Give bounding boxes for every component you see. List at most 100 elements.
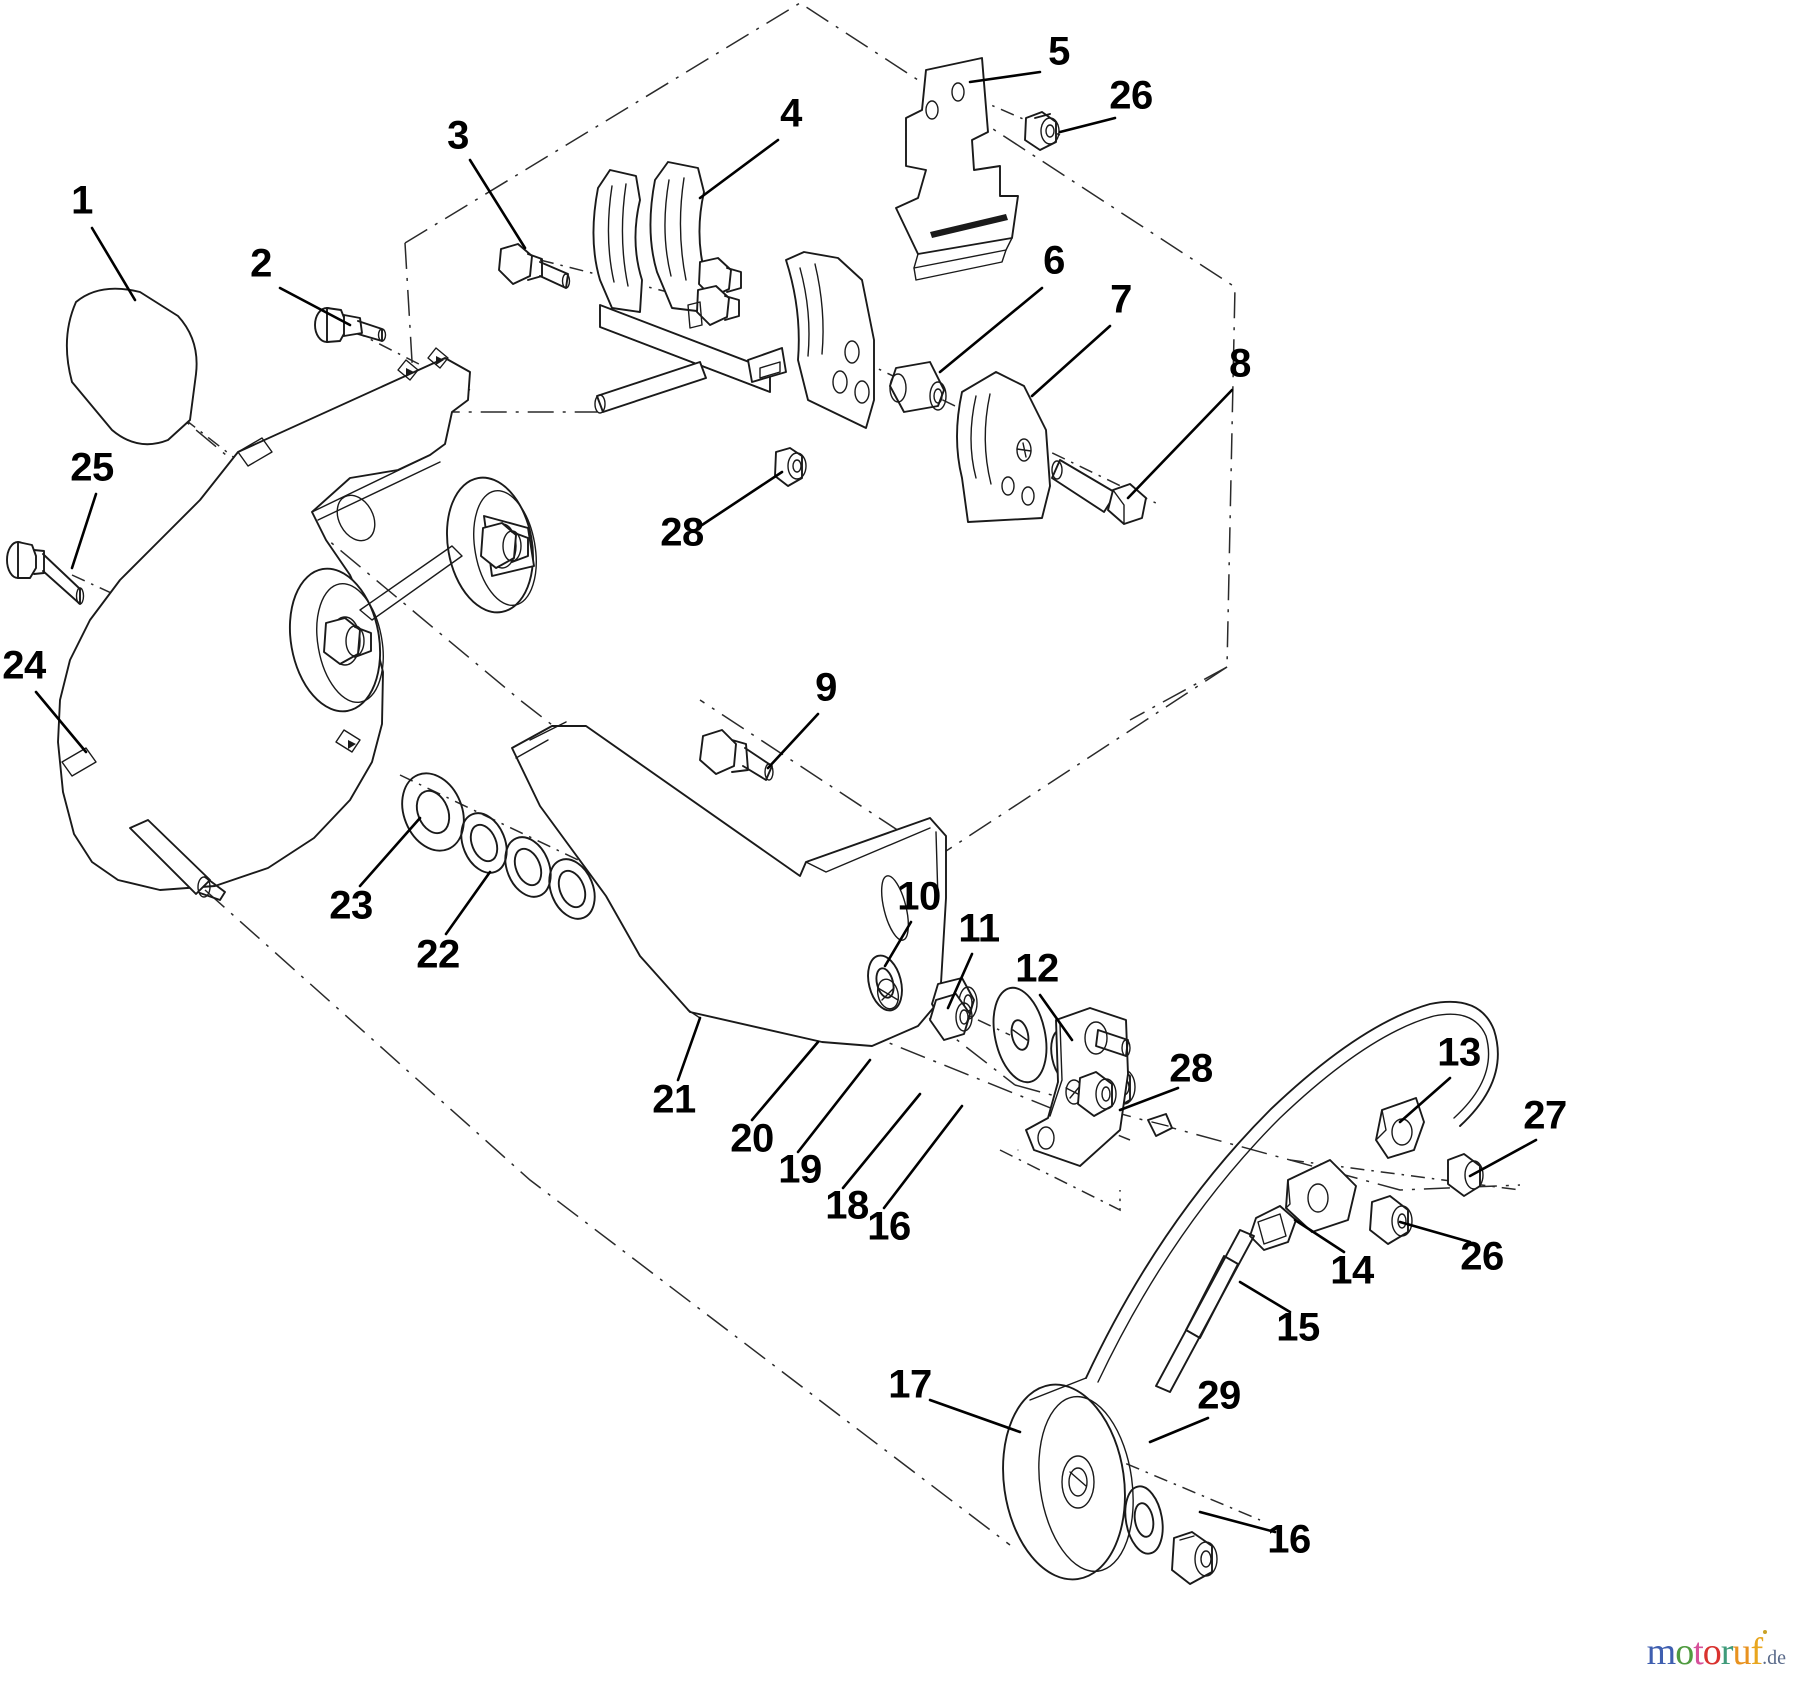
- callout-number: 23: [329, 884, 373, 928]
- part-24-pedal-plate: [57, 347, 471, 901]
- leader-line: [1468, 1138, 1538, 1178]
- watermark-suffix: .de: [1762, 1647, 1786, 1669]
- callout-number: 22: [416, 933, 460, 977]
- part-27-hex-nut: [1447, 1153, 1484, 1197]
- part-14-cable-clamp: [1249, 1205, 1297, 1251]
- part-12-idler-bracket: [1025, 1007, 1173, 1167]
- callout-5-height-stop-bracket: 5: [968, 30, 1071, 84]
- callout-number: 2: [250, 242, 272, 286]
- callout-13-cable-anchor-tab: 13: [1398, 1031, 1481, 1124]
- leader-line: [750, 1040, 820, 1122]
- leader-line: [676, 1016, 702, 1082]
- callout-number: 27: [1523, 1094, 1567, 1138]
- leader-line: [796, 1058, 872, 1154]
- watermark-letter-3: o: [1702, 1631, 1722, 1673]
- part-26-hex-lock-nut: [1024, 111, 1060, 151]
- callout-number: 25: [70, 446, 114, 490]
- callout-number: 8: [1229, 342, 1251, 386]
- callout-number: 12: [1015, 947, 1059, 991]
- callout-number: 16: [867, 1205, 911, 1249]
- callout-29-washer-small: 29: [1148, 1374, 1241, 1444]
- leader-line: [1058, 116, 1117, 134]
- leader-line: [946, 952, 974, 1010]
- watermark-letter-4: r: [1720, 1631, 1734, 1673]
- part-29-washer-small: [1124, 1485, 1164, 1555]
- callout-9-hex-flange-screw: 9: [766, 666, 837, 770]
- callout-17-idler-pulley: 17: [888, 1363, 1022, 1434]
- leader-line: [1038, 993, 1074, 1042]
- callout-6-spacer-bushing: 6: [938, 239, 1065, 374]
- part-5-height-stop-bracket: [895, 57, 1019, 281]
- leader-line: [700, 470, 784, 527]
- leader-line: [1238, 1280, 1292, 1314]
- leader-line: [698, 138, 780, 200]
- callout-27-hex-nut: 27: [1468, 1094, 1567, 1178]
- part-25-shoulder-bolt: [6, 541, 85, 605]
- callout-number: 13: [1437, 1031, 1481, 1075]
- part-10-washer-visible: [867, 954, 903, 1012]
- callout-8-hex-head-bolt: 8: [1126, 342, 1252, 500]
- brake-cable: [1085, 1000, 1499, 1383]
- callout-4-lift-arm-weldment: 4: [698, 92, 804, 200]
- leader-line: [1293, 1218, 1346, 1254]
- callout-16-hex-flange-nut: 16: [867, 1104, 964, 1249]
- callout-number: 29: [1197, 1374, 1241, 1418]
- part-11-roller-spacer: [929, 993, 973, 1041]
- leader-line: [278, 286, 352, 327]
- part-7-pivot-plate: [956, 371, 1051, 523]
- leader-line: [34, 690, 88, 754]
- callout-2-carriage-bolt: 2: [250, 242, 352, 327]
- callout-26-hex-lock-nut: 26: [1058, 74, 1153, 134]
- callout-19-large-flat-washer: 19: [778, 1058, 872, 1192]
- callout-16-hex-flange-nut-2: 16: [1198, 1510, 1311, 1562]
- watermark-letter-1: o: [1675, 1631, 1694, 1673]
- callout-28-spacer-collar: 28: [660, 470, 784, 555]
- part-26b-hex-lock-nut: [1369, 1195, 1413, 1245]
- leader-line: [1198, 1510, 1277, 1534]
- callout-number: 24: [2, 644, 47, 688]
- callout-number: 15: [1276, 1306, 1320, 1350]
- callout-1-deck-lift-pedal-pad: 1: [71, 179, 137, 302]
- leader-line: [968, 70, 1042, 84]
- callout-number: 26: [1109, 74, 1153, 118]
- callout-10-flat-washer: 10: [883, 875, 941, 968]
- leader-line: [468, 158, 527, 250]
- leader-line: [1398, 1220, 1472, 1244]
- callout-number: 7: [1110, 278, 1132, 322]
- callout-number: 5: [1048, 30, 1070, 74]
- callout-26-hex-lock-nut-2: 26: [1398, 1220, 1504, 1279]
- leader-line: [1126, 388, 1234, 500]
- part-17-idler-pulley: [1002, 1377, 1134, 1581]
- watermark-letter-5: u: [1732, 1631, 1751, 1673]
- callout-25-shoulder-bolt: 25: [70, 446, 114, 570]
- leader-line: [1148, 1416, 1210, 1444]
- callout-20-shoulder-spacer: 20: [730, 1040, 820, 1161]
- callout-23-flat-washer-large: 23: [329, 816, 422, 928]
- callout-number: 1: [71, 179, 93, 223]
- part-6-spacer-bushing: [889, 361, 947, 413]
- callout-number: 20: [730, 1117, 774, 1161]
- callout-number: 4: [780, 92, 803, 136]
- leader-line: [1030, 324, 1112, 398]
- upper-pulleys: [288, 476, 537, 713]
- callout-number: 6: [1043, 239, 1065, 283]
- part-3-hex-flange-bolt: [498, 243, 571, 289]
- leader-line: [1398, 1076, 1452, 1124]
- leader-line: [70, 492, 98, 570]
- callout-number: 28: [660, 511, 704, 555]
- leader-line: [90, 226, 137, 302]
- callout-number: 16: [1267, 1518, 1311, 1562]
- callout-3-hex-flange-bolt: 3: [447, 114, 527, 250]
- callout-22-thin-washer: 22: [416, 870, 492, 977]
- leader-line: [841, 1092, 922, 1190]
- callout-21-idler-arm: 21: [652, 1016, 702, 1122]
- leader-line: [938, 286, 1044, 374]
- callout-24-pedal-plate: 24: [2, 644, 88, 754]
- part-28-spacer-collar: [774, 447, 807, 487]
- callout-15-turnbuckle-rod: 15: [1238, 1280, 1320, 1350]
- callout-number: 28: [1169, 1047, 1213, 1091]
- leader-line: [1118, 1086, 1180, 1112]
